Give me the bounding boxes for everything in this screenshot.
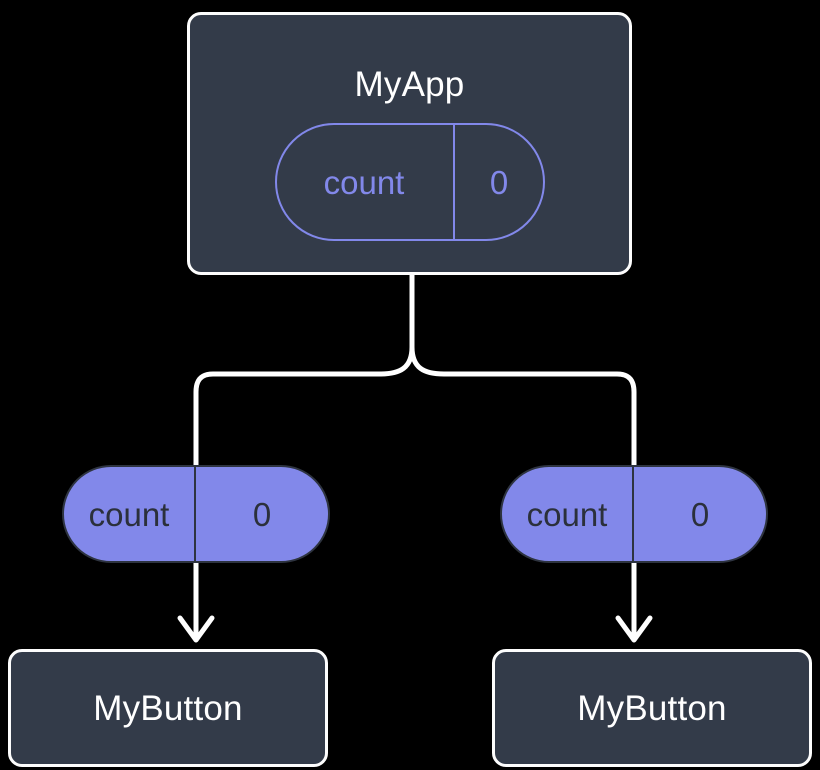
node-mybutton-left[interactable]: MyButton [8, 649, 328, 767]
node-mybutton-left-label: MyButton [93, 688, 243, 728]
arrowhead-right-icon [615, 615, 653, 643]
edge-to-left-state [193, 344, 415, 468]
node-mybutton-right[interactable]: MyButton [492, 649, 812, 767]
node-myapp-label: MyApp [354, 65, 465, 104]
state-pill-right-key: count [502, 467, 634, 561]
state-pill-left[interactable]: count 0 [62, 465, 330, 563]
arrowhead-left-icon [177, 615, 215, 643]
state-pill-left-key: count [64, 467, 196, 561]
state-pill-right[interactable]: count 0 [500, 465, 768, 563]
state-pill-myapp[interactable]: count 0 [275, 123, 545, 241]
state-pill-myapp-key: count [277, 125, 455, 239]
node-mybutton-right-label: MyButton [577, 688, 727, 728]
edge-to-right-state [409, 344, 637, 468]
state-pill-myapp-value: 0 [489, 163, 509, 201]
state-pill-right-value: 0 [690, 495, 710, 533]
state-pill-left-value: 0 [252, 495, 272, 533]
